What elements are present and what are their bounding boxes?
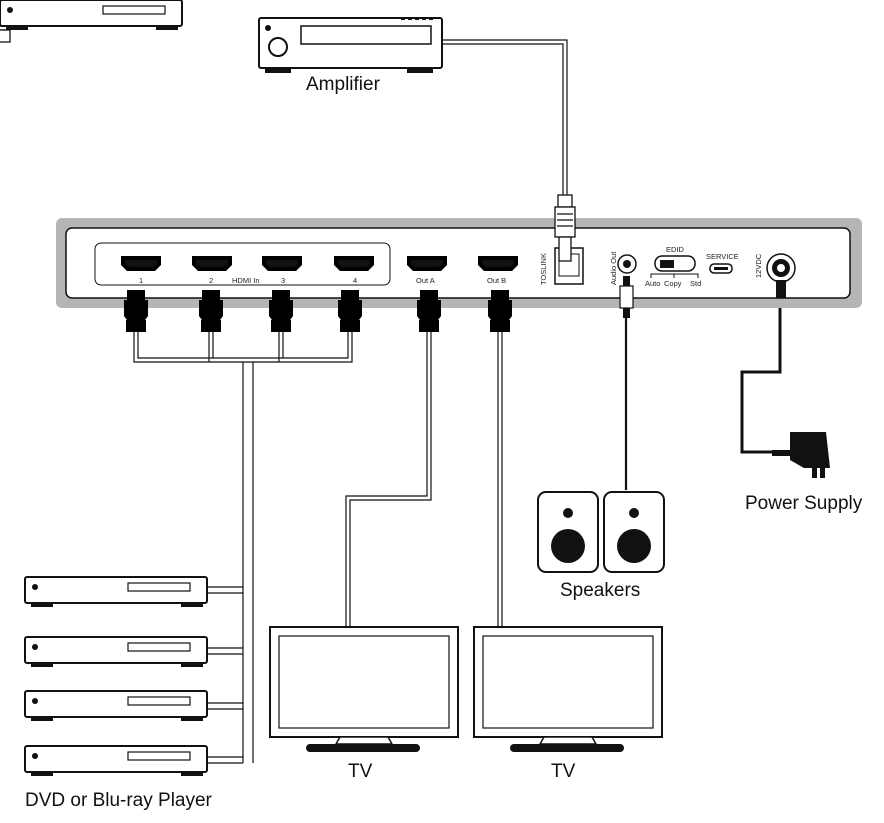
hdmi-plug-1 — [123, 289, 149, 333]
hdmi-in-4-label: 4 — [353, 276, 357, 285]
service-port[interactable] — [709, 263, 733, 274]
hdmi-in-3-label: 3 — [281, 276, 285, 285]
out-a-port[interactable] — [401, 249, 453, 277]
power-supply-label: Power Supply — [745, 493, 863, 514]
panel-labels: 1 2 HDMI In 3 4 Out A Out B TOSLINK Audi… — [139, 245, 763, 288]
hdmi-in-2-port[interactable] — [186, 249, 238, 277]
hdmi-in-1-port[interactable] — [115, 249, 167, 277]
out-a-label: Out A — [416, 276, 435, 285]
hdmi-in-3-port[interactable] — [256, 249, 308, 277]
volume-knob-icon — [268, 37, 288, 57]
speaker-right — [603, 491, 665, 573]
toslink-label: TOSLINK — [539, 253, 548, 285]
amplifier — [258, 17, 443, 73]
edid-label: EDID — [666, 245, 685, 254]
audio-out-label: Audio Out — [609, 251, 618, 285]
player-3 — [24, 690, 208, 722]
edid-copy-label: Copy — [664, 279, 682, 288]
player-2 — [24, 636, 208, 668]
power-label: 12VDC — [754, 253, 763, 278]
tv-b — [473, 626, 663, 752]
out-b-port[interactable] — [472, 249, 524, 277]
amplifier-label: Amplifier — [306, 74, 380, 95]
hdmi-in-1-label: 1 — [139, 276, 143, 285]
audio-out-jack[interactable] — [617, 254, 637, 274]
out-a-cable — [349, 332, 432, 627]
hdmi-plug-2 — [198, 289, 224, 333]
audio-plug — [619, 276, 634, 318]
player-1 — [24, 576, 208, 608]
edid-auto-label: Auto — [645, 279, 660, 288]
hdmi-plug-4 — [337, 289, 363, 333]
hdmi-in-label: HDMI In — [232, 276, 260, 285]
tv-b-label: TV — [551, 761, 576, 782]
service-label: SERVICE — [706, 252, 739, 261]
power-cable — [740, 298, 790, 454]
edid-std-label: Std — [690, 279, 701, 288]
cables — [133, 39, 790, 764]
power-adapter — [772, 432, 830, 478]
hdmi-in-4-port[interactable] — [328, 249, 380, 277]
power-plug — [776, 280, 786, 298]
players — [0, 0, 183, 30]
switch-device — [56, 218, 862, 308]
hdmi-plug-out-b — [487, 289, 513, 333]
player-4 — [24, 745, 208, 777]
player-label: DVD or Blu-ray Player — [25, 790, 212, 811]
tv-a-label: TV — [348, 761, 373, 782]
speaker-left — [537, 491, 599, 573]
hdmi-plug-3 — [268, 289, 294, 333]
toslink-plug — [554, 194, 576, 262]
toslink-cable — [442, 39, 568, 195]
out-b-label: Out B — [487, 276, 506, 285]
hdmi-plug-out-a — [416, 289, 442, 333]
hdmi-in-2-label: 2 — [209, 276, 213, 285]
power-jack[interactable] — [766, 253, 796, 283]
tv-a — [269, 626, 459, 752]
speakers-label: Speakers — [560, 580, 641, 601]
edid-switch[interactable] — [650, 255, 699, 278]
